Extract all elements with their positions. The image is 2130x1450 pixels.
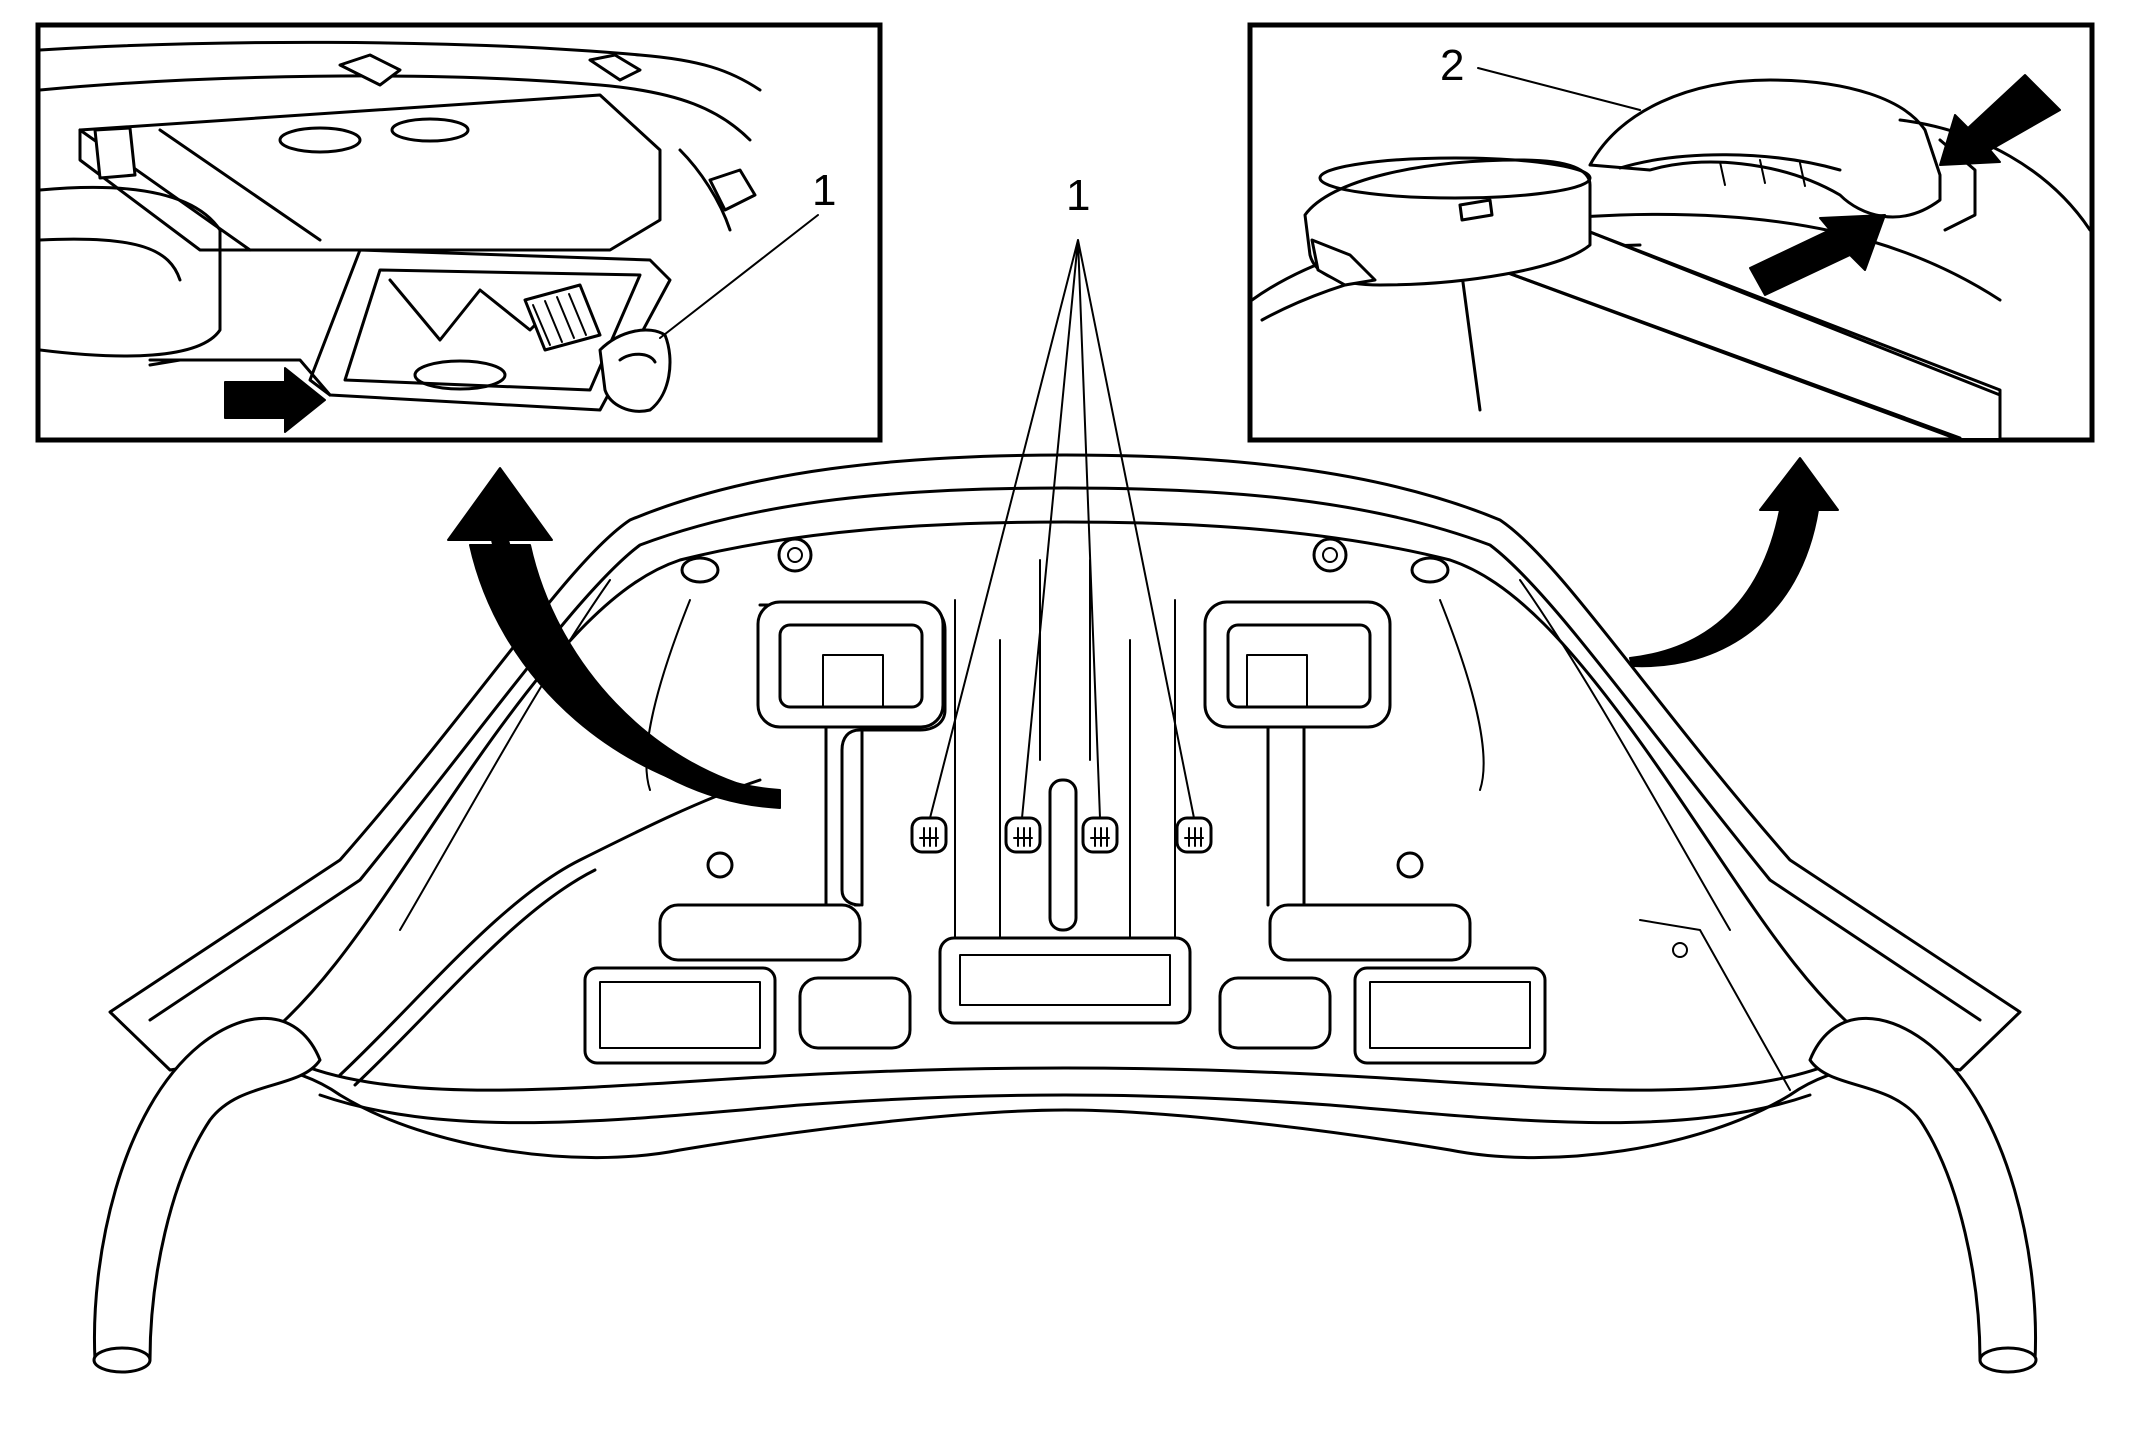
fastener-4 [1175,816,1213,854]
detail-inset-right: 2 [1247,22,2095,443]
detail-left-callout-label: 1 [812,166,836,215]
curved-arrow-right-icon [1629,457,1839,668]
curved-arrow-left-body-icon [469,544,781,806]
detail-right-leader-line [1477,67,1641,111]
fastener-3 [1081,816,1119,854]
fastener-group: 1 [910,171,1213,854]
fastener-1 [910,816,948,854]
fastener-2 [1004,816,1042,854]
fasteners-leader-lines [929,239,1195,819]
detail-right-callout-label: 2 [1440,41,1464,90]
fasteners-callout-label: 1 [1066,171,1090,220]
trunk-lid-inner-panel [92,453,2038,1374]
detail-left-leader-line [659,214,819,339]
detail-inset-left: 1 [35,22,883,443]
